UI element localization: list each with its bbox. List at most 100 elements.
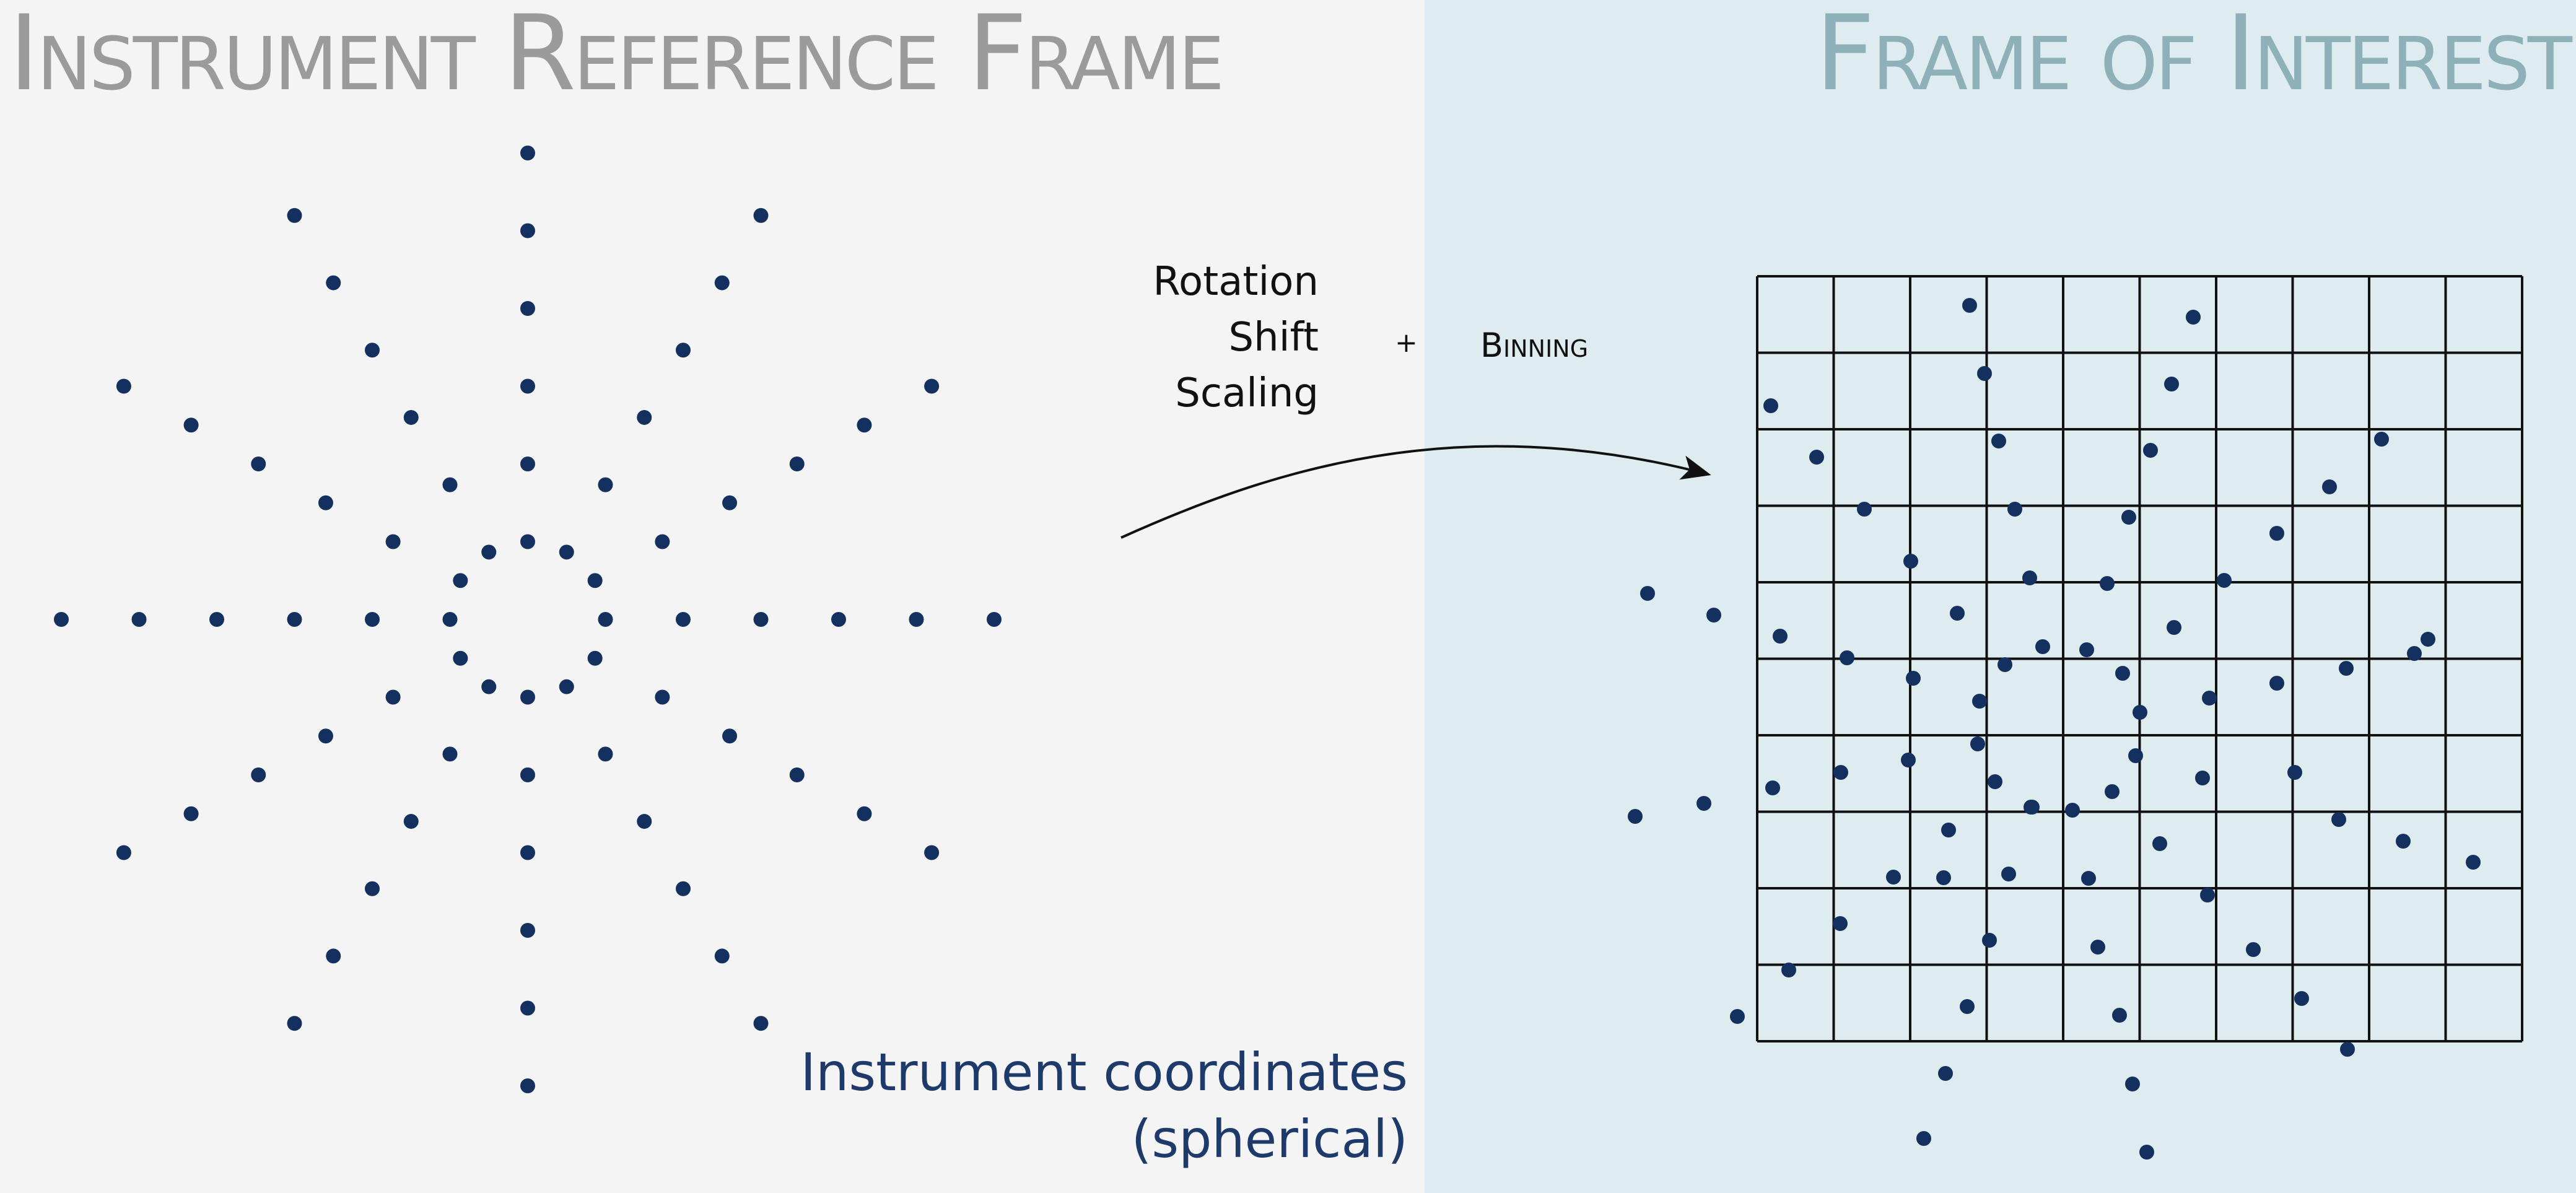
instrument-dot bbox=[209, 612, 224, 627]
frame-dot bbox=[1840, 650, 1854, 665]
instrument-dot bbox=[655, 689, 670, 705]
instrument-dot bbox=[116, 845, 131, 860]
frame-dot bbox=[1916, 1131, 1931, 1146]
frame-dot bbox=[1706, 608, 1721, 623]
frame-dot bbox=[2200, 888, 2215, 902]
frame-dot bbox=[1696, 796, 1711, 811]
instrument-dot bbox=[131, 612, 147, 627]
instrument-dot bbox=[637, 814, 652, 829]
frame-dot bbox=[1628, 809, 1643, 824]
frame-dot bbox=[1765, 780, 1780, 795]
instrument-dot bbox=[520, 223, 535, 238]
instrument-dot bbox=[722, 495, 738, 510]
operation-binning: Binning bbox=[1480, 326, 1589, 365]
transform-arrow bbox=[1120, 445, 1711, 539]
instrument-dot bbox=[831, 612, 846, 627]
instrument-dot bbox=[857, 417, 872, 433]
instrument-dot bbox=[722, 728, 738, 744]
frame-dot bbox=[1833, 765, 1848, 780]
frame-dot bbox=[1886, 870, 1901, 885]
instrument-dot bbox=[789, 767, 805, 782]
instrument-dot bbox=[318, 728, 333, 744]
instrument-dot bbox=[520, 767, 535, 782]
frame-dot bbox=[1763, 398, 1778, 413]
instrument-dot bbox=[365, 343, 380, 358]
frame-of-interest-panel bbox=[1425, 0, 2576, 1193]
instrument-dot bbox=[753, 208, 769, 223]
instrument-dot bbox=[520, 845, 535, 860]
frame-dot bbox=[1857, 502, 1872, 517]
instrument-dot bbox=[403, 814, 419, 829]
frame-dot bbox=[2287, 765, 2302, 780]
frame-dot bbox=[2025, 800, 2040, 815]
frame-dot bbox=[2186, 310, 2201, 325]
instrument-dot bbox=[655, 534, 670, 549]
frame-dot bbox=[2217, 573, 2232, 588]
frame-dot bbox=[1781, 963, 1796, 977]
frame-dot bbox=[2269, 676, 2284, 691]
instrument-dot bbox=[326, 948, 341, 964]
instrument-frame-title: Instrument Reference Frame bbox=[9, 0, 1225, 114]
frame-dot bbox=[1970, 736, 1985, 751]
instrument-dot bbox=[587, 650, 603, 666]
instrument-dot bbox=[442, 612, 458, 627]
frame-dot bbox=[2001, 867, 2016, 881]
instrument-dot bbox=[714, 275, 730, 291]
instrument-dot bbox=[365, 612, 380, 627]
instrument-dot bbox=[676, 612, 691, 627]
frame-dot bbox=[1906, 671, 1921, 686]
frame-dot bbox=[2139, 1145, 2154, 1160]
instrument-dot bbox=[116, 378, 131, 394]
plus-sign: + bbox=[1395, 327, 1418, 359]
instrument-dot bbox=[857, 806, 872, 821]
instrument-dot bbox=[909, 612, 924, 627]
instrument-dot bbox=[442, 477, 458, 492]
frame-dot bbox=[2105, 784, 2120, 799]
frame-dot bbox=[2022, 570, 2037, 585]
operation-scaling: Scaling bbox=[1175, 370, 1319, 416]
instrument-dot bbox=[287, 1016, 302, 1031]
instrument-dot bbox=[251, 767, 266, 782]
frame-dot bbox=[2164, 377, 2179, 391]
instrument-coordinates-caption: Instrument coordinates bbox=[800, 1042, 1408, 1103]
instrument-dot bbox=[924, 845, 940, 860]
instrument-dot bbox=[520, 301, 535, 316]
frame-of-interest-title: Frame of Interest bbox=[1815, 0, 2572, 114]
frame-dot bbox=[2007, 502, 2022, 517]
frame-dot bbox=[1903, 554, 1918, 569]
instrument-dot bbox=[54, 612, 69, 627]
frame-dot bbox=[2374, 432, 2389, 447]
frame-dot bbox=[2035, 639, 2050, 654]
frame-dot bbox=[1950, 606, 1965, 621]
frame-dot bbox=[1982, 933, 1997, 948]
instrument-dot bbox=[753, 1016, 769, 1031]
frame-dot bbox=[2246, 942, 2261, 957]
frame-dot bbox=[1936, 870, 1951, 885]
instrument-dot bbox=[481, 679, 497, 694]
frame-dot bbox=[1640, 586, 1655, 601]
frame-dots bbox=[1628, 298, 2481, 1160]
instrument-dot bbox=[676, 343, 691, 358]
instrument-dot bbox=[587, 573, 603, 588]
frame-dot bbox=[1730, 1009, 1745, 1024]
frame-dot bbox=[2133, 705, 2147, 720]
frame-dot bbox=[2167, 620, 2181, 635]
instrument-dot bbox=[987, 612, 1002, 627]
frame-dot bbox=[1901, 753, 1916, 767]
instrument-dot bbox=[753, 612, 769, 627]
instrument-dot bbox=[789, 457, 805, 471]
frame-dot bbox=[2152, 836, 2167, 851]
instrument-dot bbox=[559, 544, 574, 560]
frame-dot bbox=[2065, 803, 2080, 818]
instrument-dot bbox=[385, 534, 401, 549]
frame-dot bbox=[1809, 450, 1824, 465]
instrument-dot bbox=[326, 275, 341, 291]
instrument-dot bbox=[403, 409, 419, 425]
frame-dot bbox=[2125, 1077, 2140, 1091]
instrument-dot bbox=[714, 948, 730, 964]
instrument-dot bbox=[598, 477, 613, 492]
frame-dot bbox=[2269, 526, 2284, 541]
frame-dot bbox=[1977, 366, 1992, 381]
instrument-dot bbox=[520, 689, 535, 705]
